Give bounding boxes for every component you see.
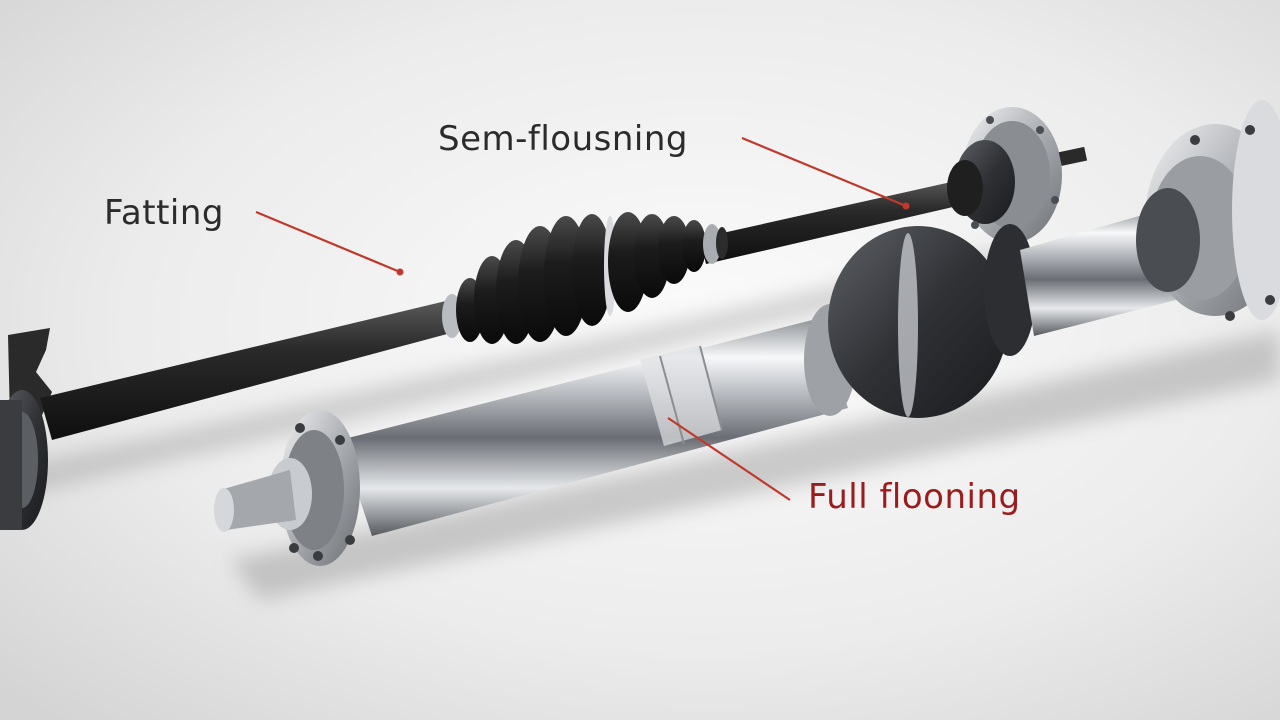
chrome-tube: [340, 318, 848, 536]
callout-lines: [255, 136, 907, 501]
label-full-floating: Full flooning: [808, 477, 1021, 517]
callout-line-semi: [741, 136, 907, 208]
callout-dot-semi: [902, 202, 910, 210]
black-shaft-left: [40, 300, 462, 440]
left-hub: [0, 328, 52, 530]
left-flange: [214, 410, 360, 566]
black-shaft-right: [700, 180, 966, 264]
right-chrome-hub: [1136, 100, 1280, 321]
cv-boot: [442, 212, 728, 344]
label-fatting: Fatting: [104, 193, 225, 233]
label-semi-floating: Sem-flousning: [438, 119, 688, 159]
callout-line-full: [667, 417, 791, 501]
callout-dot-fatting: [396, 268, 404, 276]
callout-line-fatting: [255, 210, 401, 274]
right-black-hub: [947, 107, 1088, 243]
full-floating-axle: [214, 100, 1280, 566]
floor-shadow: [0, 250, 1280, 600]
semi-floating-axle: [0, 107, 1088, 530]
